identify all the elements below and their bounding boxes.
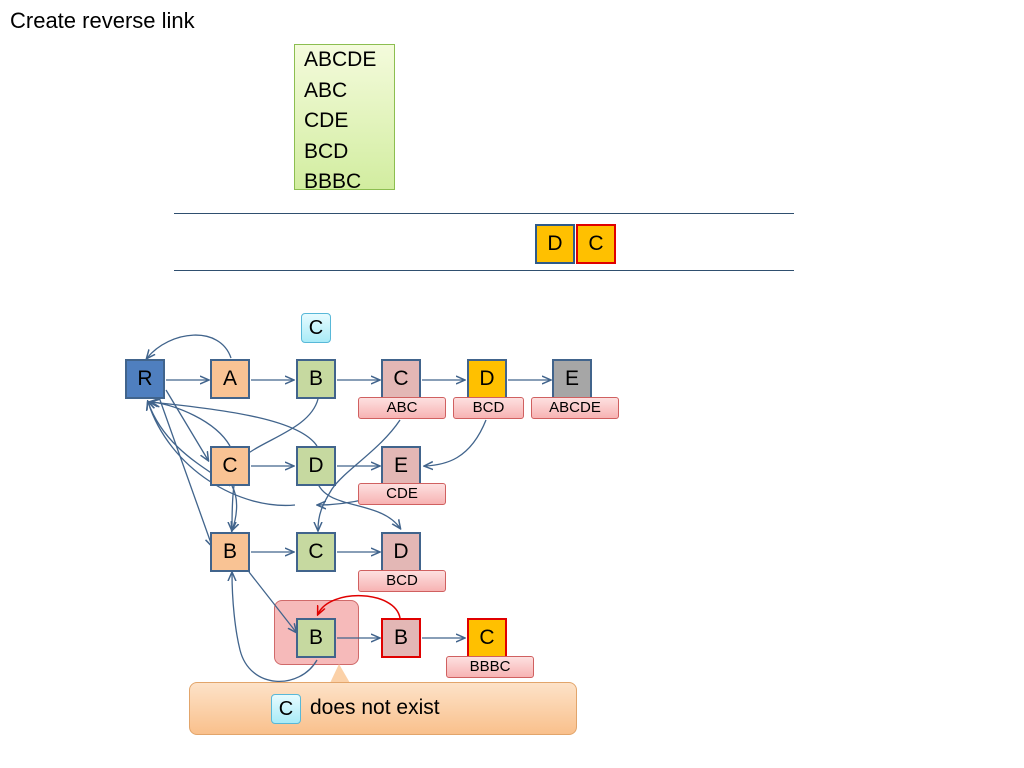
- edge-c2-b3: [232, 485, 237, 530]
- edge-e2-r-2: [148, 402, 296, 507]
- output-label-c1: ABC: [358, 397, 446, 419]
- word-list-box: ABCDE ABC CDE BCD BBBC: [294, 44, 395, 193]
- node-b3: B: [210, 532, 250, 572]
- queue-cell-d: D: [535, 224, 575, 264]
- callout-box: [189, 682, 577, 735]
- word-item: ABCDE: [304, 48, 377, 71]
- output-label-e1: ABCDE: [531, 397, 619, 419]
- node-b5: B: [381, 618, 421, 658]
- output-label-d3: BCD: [358, 570, 446, 592]
- edge-b4-b3: [232, 573, 318, 682]
- node-c3: C: [296, 532, 336, 572]
- node-c5: C: [467, 618, 507, 658]
- queue-top-line: [174, 213, 794, 214]
- word-item: BBBC: [304, 170, 362, 193]
- callout-chip: C: [271, 694, 301, 724]
- node-d1: D: [467, 359, 507, 399]
- output-label-e2: CDE: [358, 483, 446, 505]
- edge-a-r: [147, 334, 232, 358]
- slide-title: Create reverse link: [10, 8, 195, 33]
- node-b1: B: [296, 359, 336, 399]
- node-r: R: [125, 359, 165, 399]
- output-label-c5: BBBC: [446, 656, 534, 678]
- edge-c1-c3: [318, 419, 401, 530]
- node-c1: C: [381, 359, 421, 399]
- word-item: BCD: [304, 139, 349, 163]
- search-char-chip: C: [301, 313, 331, 343]
- node-d3: D: [381, 532, 421, 572]
- edge-d2-d3: [317, 483, 400, 528]
- node-c2: C: [210, 446, 250, 486]
- node-d2: D: [296, 446, 336, 486]
- edge-r-c2: [165, 389, 208, 460]
- queue-bottom-line: [174, 270, 794, 271]
- queue-cell-c: C: [576, 224, 616, 264]
- edge-b3-b4: [248, 571, 296, 632]
- callout-pointer: [330, 664, 350, 683]
- output-label-d1: BCD: [453, 397, 524, 419]
- edge-r-b3: [159, 399, 212, 546]
- node-e2: E: [381, 446, 421, 486]
- edge-d2-r: [150, 402, 318, 447]
- edge-d1-d2: [425, 419, 487, 466]
- word-item: CDE: [304, 109, 349, 132]
- word-item: ABC: [304, 78, 348, 102]
- callout-text: does not exist: [310, 696, 440, 719]
- edge-b5-b4-red: [318, 595, 401, 619]
- node-b4: B: [296, 618, 336, 658]
- node-a: A: [210, 359, 250, 399]
- node-e1: E: [552, 359, 592, 399]
